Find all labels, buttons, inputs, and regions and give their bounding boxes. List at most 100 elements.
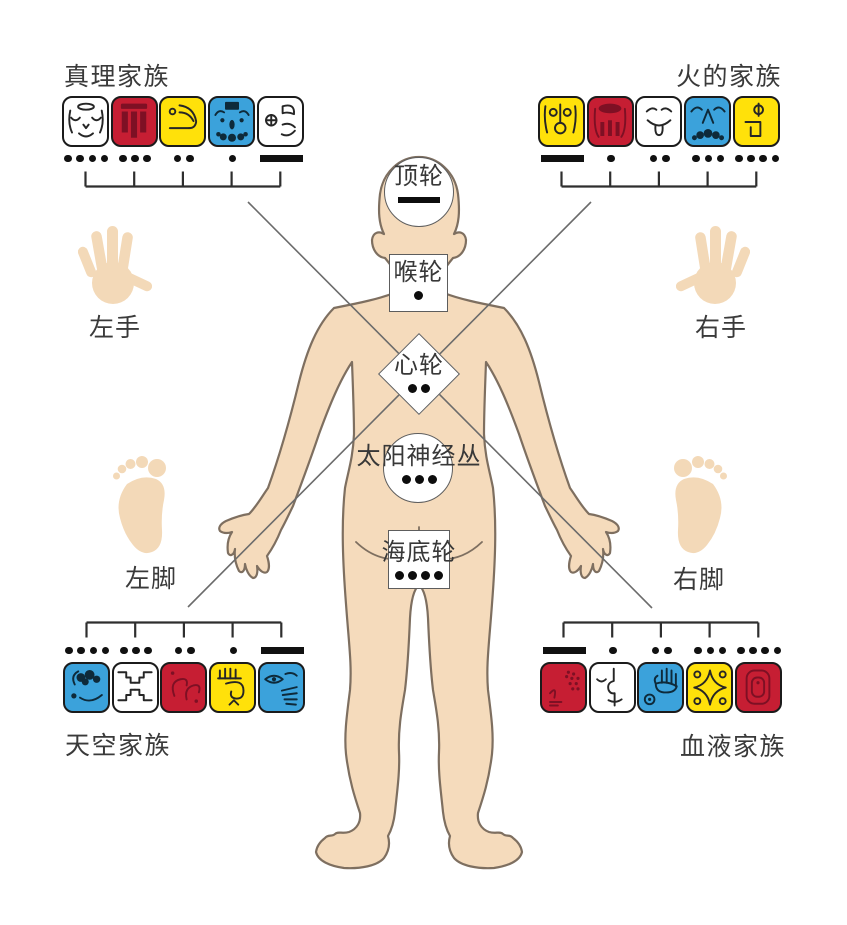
root-chakra-numeral bbox=[395, 571, 443, 581]
solar-plexus-content: 太阳神经丛 bbox=[352, 443, 486, 485]
family-title-fire: 火的家族 bbox=[676, 63, 783, 91]
maya-numeral-2 bbox=[159, 152, 208, 165]
numeral-row-truth bbox=[62, 152, 305, 165]
seal-tile-mirror bbox=[111, 662, 159, 713]
seal-tile-serpent bbox=[540, 662, 587, 713]
seal-tile-skywalker bbox=[110, 96, 158, 147]
serpent-glyph-icon bbox=[548, 670, 580, 706]
diagonal-connectors bbox=[187, 201, 653, 609]
star-glyph-icon bbox=[692, 669, 727, 706]
crown-chakra-label: 顶轮 bbox=[394, 163, 444, 190]
seal-tile-moon bbox=[734, 662, 782, 713]
right-foot-icon bbox=[674, 456, 727, 554]
worldbridger-glyph-icon bbox=[596, 667, 623, 706]
moon-glyph-icon bbox=[745, 669, 771, 705]
seal-tile-earth bbox=[160, 662, 208, 713]
seal-tile-monkey bbox=[208, 96, 256, 147]
seal-tile-warrior bbox=[209, 662, 257, 713]
seal-tile-eagle bbox=[257, 662, 305, 713]
numeral-row-sky bbox=[63, 644, 306, 657]
throat-chakra-marker bbox=[389, 254, 448, 312]
maya-numeral-5 bbox=[258, 644, 307, 657]
tile-row-blood bbox=[540, 662, 782, 713]
heart-chakra-label: 心轮 bbox=[394, 352, 444, 379]
maya-numeral-1 bbox=[209, 644, 258, 657]
monkey-glyph-icon bbox=[213, 101, 250, 142]
right-hand-label: 右手 bbox=[695, 314, 748, 342]
left-hand-icon bbox=[78, 226, 152, 304]
maya-numeral-4 bbox=[62, 152, 111, 165]
maya-numeral-2 bbox=[160, 644, 209, 657]
wind-glyph-icon bbox=[645, 106, 673, 136]
numeral-row-blood bbox=[540, 644, 783, 657]
maya-numeral-4 bbox=[733, 152, 782, 165]
crown-chakra-content: 顶轮 bbox=[384, 163, 454, 205]
crown-chakra-numeral bbox=[398, 195, 440, 205]
seal-tile-worldbridger bbox=[588, 662, 636, 713]
left-hand-label: 左手 bbox=[89, 314, 142, 342]
earth-glyph-icon bbox=[170, 670, 201, 703]
solar-plexus-marker bbox=[383, 433, 453, 503]
right-hand-icon bbox=[676, 226, 750, 304]
numeral-row-fire bbox=[538, 152, 781, 165]
seal-tile-night bbox=[684, 96, 732, 147]
maya-numeral-1 bbox=[587, 152, 636, 165]
seal-tile-dragon bbox=[586, 96, 634, 147]
maya-numeral-1 bbox=[589, 644, 638, 657]
dragon-glyph-icon bbox=[593, 103, 627, 138]
family-title-sky: 天空家族 bbox=[65, 732, 172, 760]
solar-plexus-numeral bbox=[401, 475, 437, 485]
maya-numeral-4 bbox=[735, 644, 784, 657]
family-title-blood: 血液家族 bbox=[680, 733, 787, 761]
throat-chakra-label: 喉轮 bbox=[393, 259, 444, 286]
tile-row-sky bbox=[63, 662, 305, 713]
night-glyph-icon bbox=[689, 106, 726, 140]
crown-chakra-marker bbox=[384, 157, 454, 227]
wizard-glyph-icon bbox=[67, 102, 104, 137]
maya-numeral-3 bbox=[686, 644, 735, 657]
eagle-glyph-icon bbox=[264, 671, 298, 706]
left-foot-label: 左脚 bbox=[125, 565, 178, 593]
seal-tile-sun bbox=[538, 96, 585, 147]
right-foot-label: 右脚 bbox=[673, 566, 726, 594]
maya-numeral-5 bbox=[257, 152, 306, 165]
seal-tile-wizard bbox=[62, 96, 109, 147]
left-foot-icon bbox=[113, 456, 166, 554]
seal-tile-storm bbox=[63, 662, 110, 713]
family-brackets bbox=[84, 171, 760, 638]
warrior-glyph-icon bbox=[216, 667, 245, 706]
dog-glyph-icon bbox=[265, 103, 297, 136]
maya-numeral-2 bbox=[635, 152, 684, 165]
seal-tile-seed bbox=[732, 96, 780, 147]
human-glyph-icon bbox=[168, 103, 197, 129]
seal-tile-human bbox=[159, 96, 207, 147]
storm-glyph-icon bbox=[70, 669, 103, 701]
skywalker-glyph-icon bbox=[121, 103, 148, 138]
maya-numeral-3 bbox=[111, 152, 160, 165]
solar-plexus-label: 太阳神经丛 bbox=[356, 443, 482, 470]
tile-row-truth bbox=[62, 96, 304, 147]
hand-glyph-icon bbox=[643, 667, 678, 705]
maya-numeral-3 bbox=[684, 152, 733, 165]
maya-numeral-2 bbox=[637, 644, 686, 657]
maya-numeral-1 bbox=[208, 152, 257, 165]
tile-row-fire bbox=[538, 96, 780, 147]
root-chakra-label: 海底轮 bbox=[381, 539, 457, 566]
mirror-glyph-icon bbox=[117, 670, 153, 701]
seal-tile-hand bbox=[637, 662, 685, 713]
seed-glyph-icon bbox=[744, 102, 765, 137]
sun-glyph-icon bbox=[543, 103, 577, 134]
family-title-truth: 真理家族 bbox=[64, 63, 171, 91]
throat-chakra-content: 喉轮 bbox=[389, 259, 448, 301]
seal-tile-star bbox=[686, 662, 734, 713]
maya-numeral-5 bbox=[538, 152, 587, 165]
heart-chakra-content: 心轮 bbox=[369, 352, 469, 394]
seal-tile-dog bbox=[256, 96, 304, 147]
maya-numeral-5 bbox=[540, 644, 589, 657]
maya-numeral-4 bbox=[63, 644, 112, 657]
maya-numeral-3 bbox=[112, 644, 161, 657]
heart-chakra-numeral bbox=[408, 384, 430, 394]
root-chakra-content: 海底轮 bbox=[358, 539, 480, 581]
